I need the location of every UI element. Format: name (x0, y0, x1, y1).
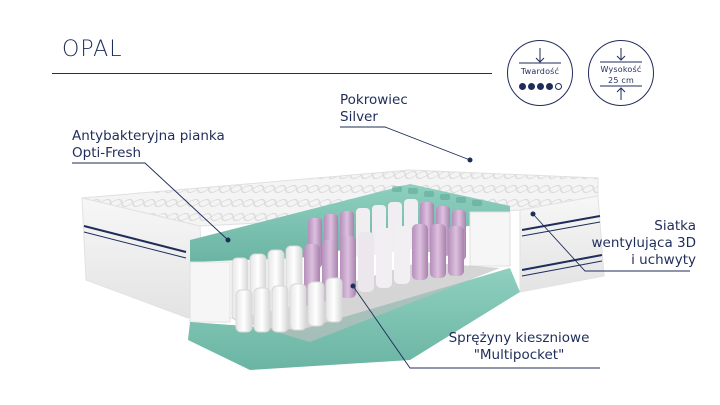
mesh-callout-line-2: wentylująca 3D (591, 235, 697, 251)
firmness-dot-filled (545, 83, 553, 90)
firmness-label: Twardość (520, 67, 560, 76)
height-badge: Wysokość 25 cm (588, 40, 654, 106)
mesh-callout-line-1: Siatka (654, 218, 696, 234)
foam-callout-line-2: Opti-Fresh (72, 145, 142, 161)
firmness-dot-filled (536, 83, 544, 90)
firmness-rating (508, 83, 572, 91)
springs-callout-line-1: Sprężyny kieszniowe (448, 330, 590, 346)
mesh-callout-line-3: i uchwyty (631, 252, 696, 268)
mesh-callout: Siatka wentylująca 3D i uchwyty (586, 218, 697, 269)
cover-callout-line-1: Pokrowiec (340, 92, 408, 108)
foam-callout: Antybakteryjna pianka Opti-Fresh (72, 128, 225, 162)
cover-callout-line-2: Silver (340, 109, 378, 125)
foam-callout-line-1: Antybakteryjna pianka (72, 128, 225, 144)
height-arrows-icon (600, 48, 642, 100)
product-title: OPAL (62, 37, 123, 62)
firmness-badge: Twardość (507, 40, 573, 106)
firmness-dot-filled (518, 83, 526, 90)
title-underline (52, 73, 492, 74)
arrow-down-icon (519, 48, 561, 64)
cover-callout: Pokrowiec Silver (340, 92, 408, 126)
height-label: Wysokość (600, 65, 642, 74)
height-value: 25 cm (608, 76, 634, 85)
springs-callout: Sprężyny kieszniowe "Multipocket" (440, 330, 598, 364)
firmness-dot-empty (554, 83, 562, 90)
firmness-dot-filled (527, 83, 535, 90)
springs-callout-line-2: "Multipocket" (473, 347, 565, 363)
